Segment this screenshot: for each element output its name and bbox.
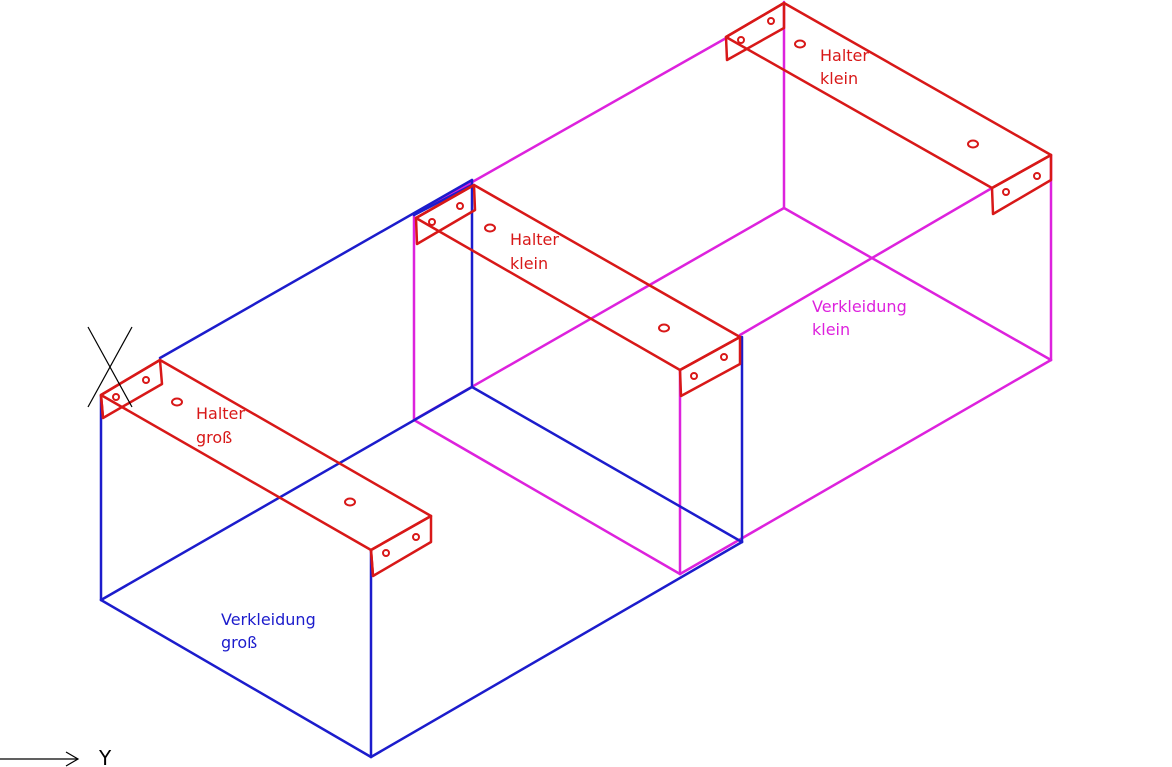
- halter-klein-back-label-line2: klein: [820, 69, 858, 88]
- hole: [382, 549, 390, 557]
- y-axis-label: Y: [98, 746, 112, 767]
- arrow-right-icon: [0, 751, 80, 767]
- bracket-holes: [112, 17, 1041, 557]
- hole: [456, 202, 464, 210]
- hole: [720, 353, 728, 361]
- hole: [967, 139, 979, 149]
- hole: [428, 218, 436, 226]
- hole: [344, 497, 356, 507]
- halter-gross-label-line1: Halter: [196, 404, 245, 423]
- verkleidung-gross-box: [99, 178, 744, 759]
- halter-klein-front-bracket: [414, 183, 742, 398]
- hole: [412, 533, 420, 541]
- hole: [1033, 172, 1041, 180]
- hole: [1002, 188, 1010, 196]
- verkleidung-gross-label-line1: Verkleidung: [221, 610, 316, 629]
- hole: [690, 372, 698, 380]
- hole: [484, 223, 496, 233]
- halter-gross-bracket: [99, 358, 433, 578]
- halter-klein-front-label-line2: klein: [510, 254, 548, 273]
- hole: [737, 36, 745, 44]
- hole: [658, 323, 670, 333]
- hole: [767, 17, 775, 25]
- hole: [794, 39, 806, 49]
- hole: [171, 397, 183, 407]
- hole: [142, 376, 150, 384]
- halter-klein-back-bracket: [724, 1, 1053, 216]
- hole: [112, 393, 120, 401]
- verkleidung-klein-label-line1: Verkleidung: [812, 297, 907, 316]
- verkleidung-klein-label-line2: klein: [812, 320, 850, 339]
- verkleidung-gross-label-line2: groß: [221, 633, 257, 652]
- halter-gross-label-line2: groß: [196, 428, 232, 447]
- halter-klein-back-label-line1: Halter: [820, 46, 869, 65]
- halter-klein-front-label-line1: Halter: [510, 230, 559, 249]
- x-cross-icon: [87, 326, 133, 408]
- verkleidung-klein-box: [412, 0, 1053, 576]
